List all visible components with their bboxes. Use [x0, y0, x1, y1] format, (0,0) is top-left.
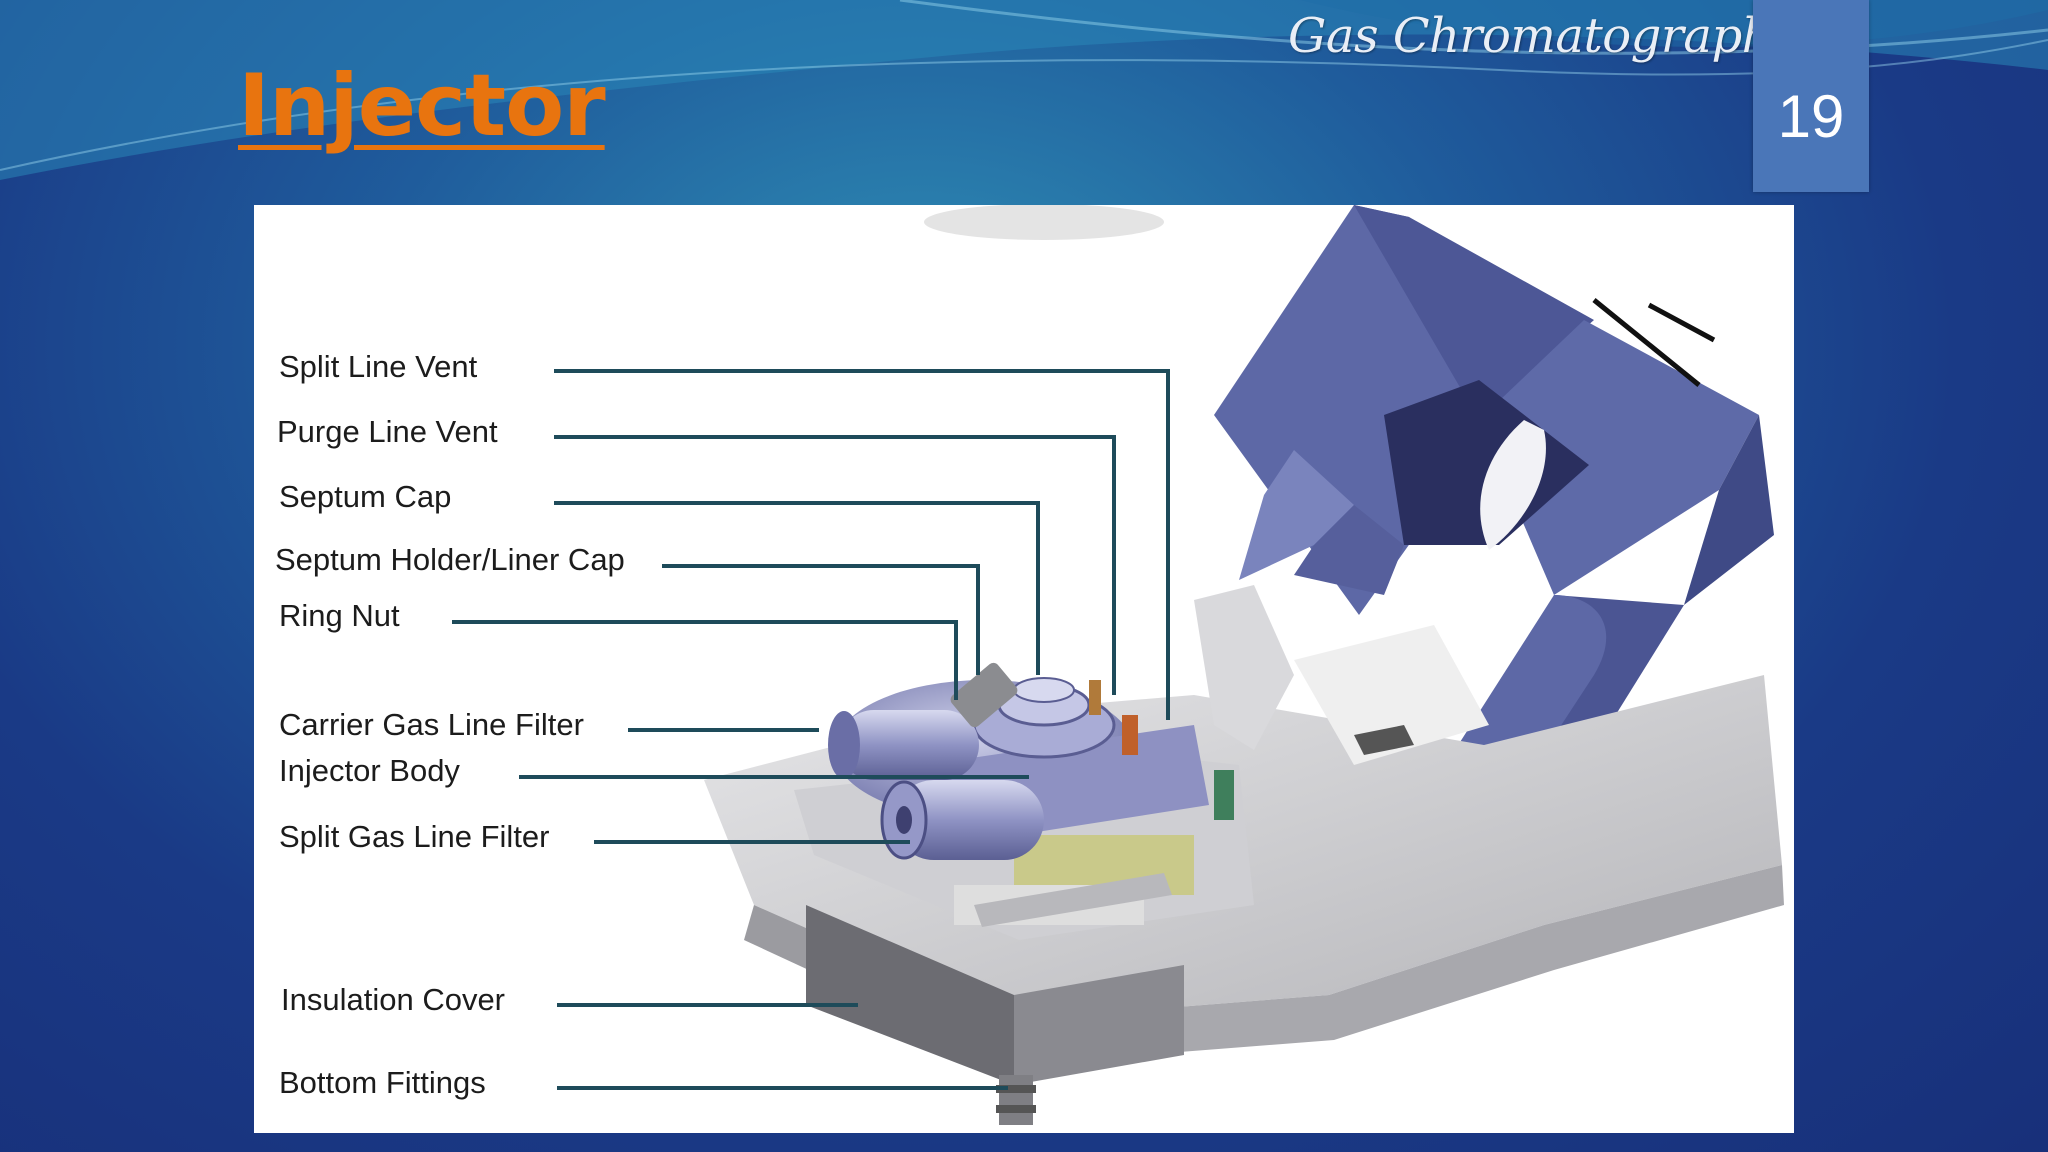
- leader-line-purge-line-vent: [554, 435, 1116, 695]
- label-insulation-cover: Insulation Cover: [281, 982, 506, 1017]
- label-split-line-vent: Split Line Vent: [279, 349, 478, 384]
- label-septum-cap: Septum Cap: [279, 479, 452, 514]
- leader-line-septum-holder: [662, 564, 980, 675]
- hood: [1214, 205, 1774, 822]
- leader-line-split-line-vent: [554, 369, 1170, 720]
- label-ring-nut: Ring Nut: [279, 598, 400, 633]
- label-carrier-gas-line-filter: Carrier Gas Line Filter: [279, 707, 584, 742]
- leader-line-ring-nut: [452, 620, 958, 700]
- course-title: Gas Chromatography: [1288, 8, 1799, 64]
- page-number-badge: 19: [1753, 0, 1869, 192]
- page-number: 19: [1777, 83, 1845, 150]
- injector-diagram: Split Line Vent Purge Line Vent Septum C…: [254, 205, 1794, 1133]
- label-injector-body: Injector Body: [279, 753, 460, 788]
- label-purge-line-vent: Purge Line Vent: [277, 414, 498, 449]
- insulation-cover: [806, 905, 1184, 1125]
- label-septum-holder-liner-cap: Septum Holder/Liner Cap: [275, 542, 625, 577]
- injector-illustration: [452, 205, 1784, 1125]
- injector-body-assembly: [828, 662, 1234, 860]
- leader-line-septum-cap: [554, 501, 1040, 675]
- slide-title: Injector: [238, 56, 606, 156]
- leader-lines: [452, 369, 1170, 1090]
- label-split-gas-line-filter: Split Gas Line Filter: [279, 819, 550, 854]
- label-bottom-fittings: Bottom Fittings: [279, 1065, 486, 1100]
